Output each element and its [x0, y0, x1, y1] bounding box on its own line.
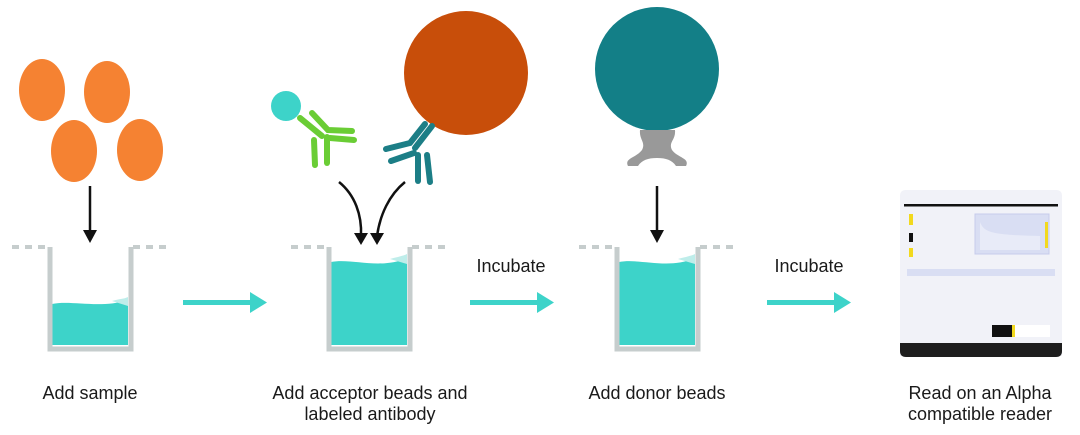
labeled-antibody [271, 91, 357, 168]
linker-shape [627, 130, 687, 166]
step-label-line: Add acceptor beads and [272, 383, 468, 403]
sample-particles [19, 59, 163, 182]
down-arrow-icon [83, 186, 97, 243]
merge-arrows-icon [338, 181, 406, 245]
transition-label-incubate-1: Incubate [476, 256, 545, 276]
step-label-add-donor-beads: Add donor beads [588, 383, 726, 403]
down-arrow-icon [650, 186, 664, 243]
step-label-add-acceptor-beads: Add acceptor beads and labeled antibody [230, 383, 510, 425]
step-label-line: Read on an Alpha [908, 383, 1052, 403]
donor-bead-conjugate [595, 7, 719, 166]
step-arrow-3 [767, 292, 851, 313]
sample-particle [84, 61, 130, 123]
donor-well [579, 245, 737, 352]
acceptor-well [291, 245, 449, 352]
step-arrow-1 [183, 292, 267, 313]
sample-well [12, 245, 170, 352]
label-dot-icon [271, 91, 301, 121]
step-arrow-2 [470, 292, 554, 313]
sample-particle [19, 59, 65, 121]
sample-particle [51, 120, 97, 182]
acceptor-bead [404, 11, 528, 135]
sample-particle [117, 119, 163, 181]
step-label-line: compatible reader [907, 404, 1053, 424]
step-label-line: labeled antibody [304, 404, 436, 424]
step-label-read-on-reader: Read on an Alpha compatible reader [880, 383, 1080, 425]
alpha-reader-device [900, 190, 1062, 357]
step-label-add-sample: Add sample [42, 383, 138, 403]
acceptor-bead-conjugate [383, 11, 528, 185]
donor-bead [595, 7, 719, 131]
transition-label-incubate-2: Incubate [774, 256, 843, 276]
